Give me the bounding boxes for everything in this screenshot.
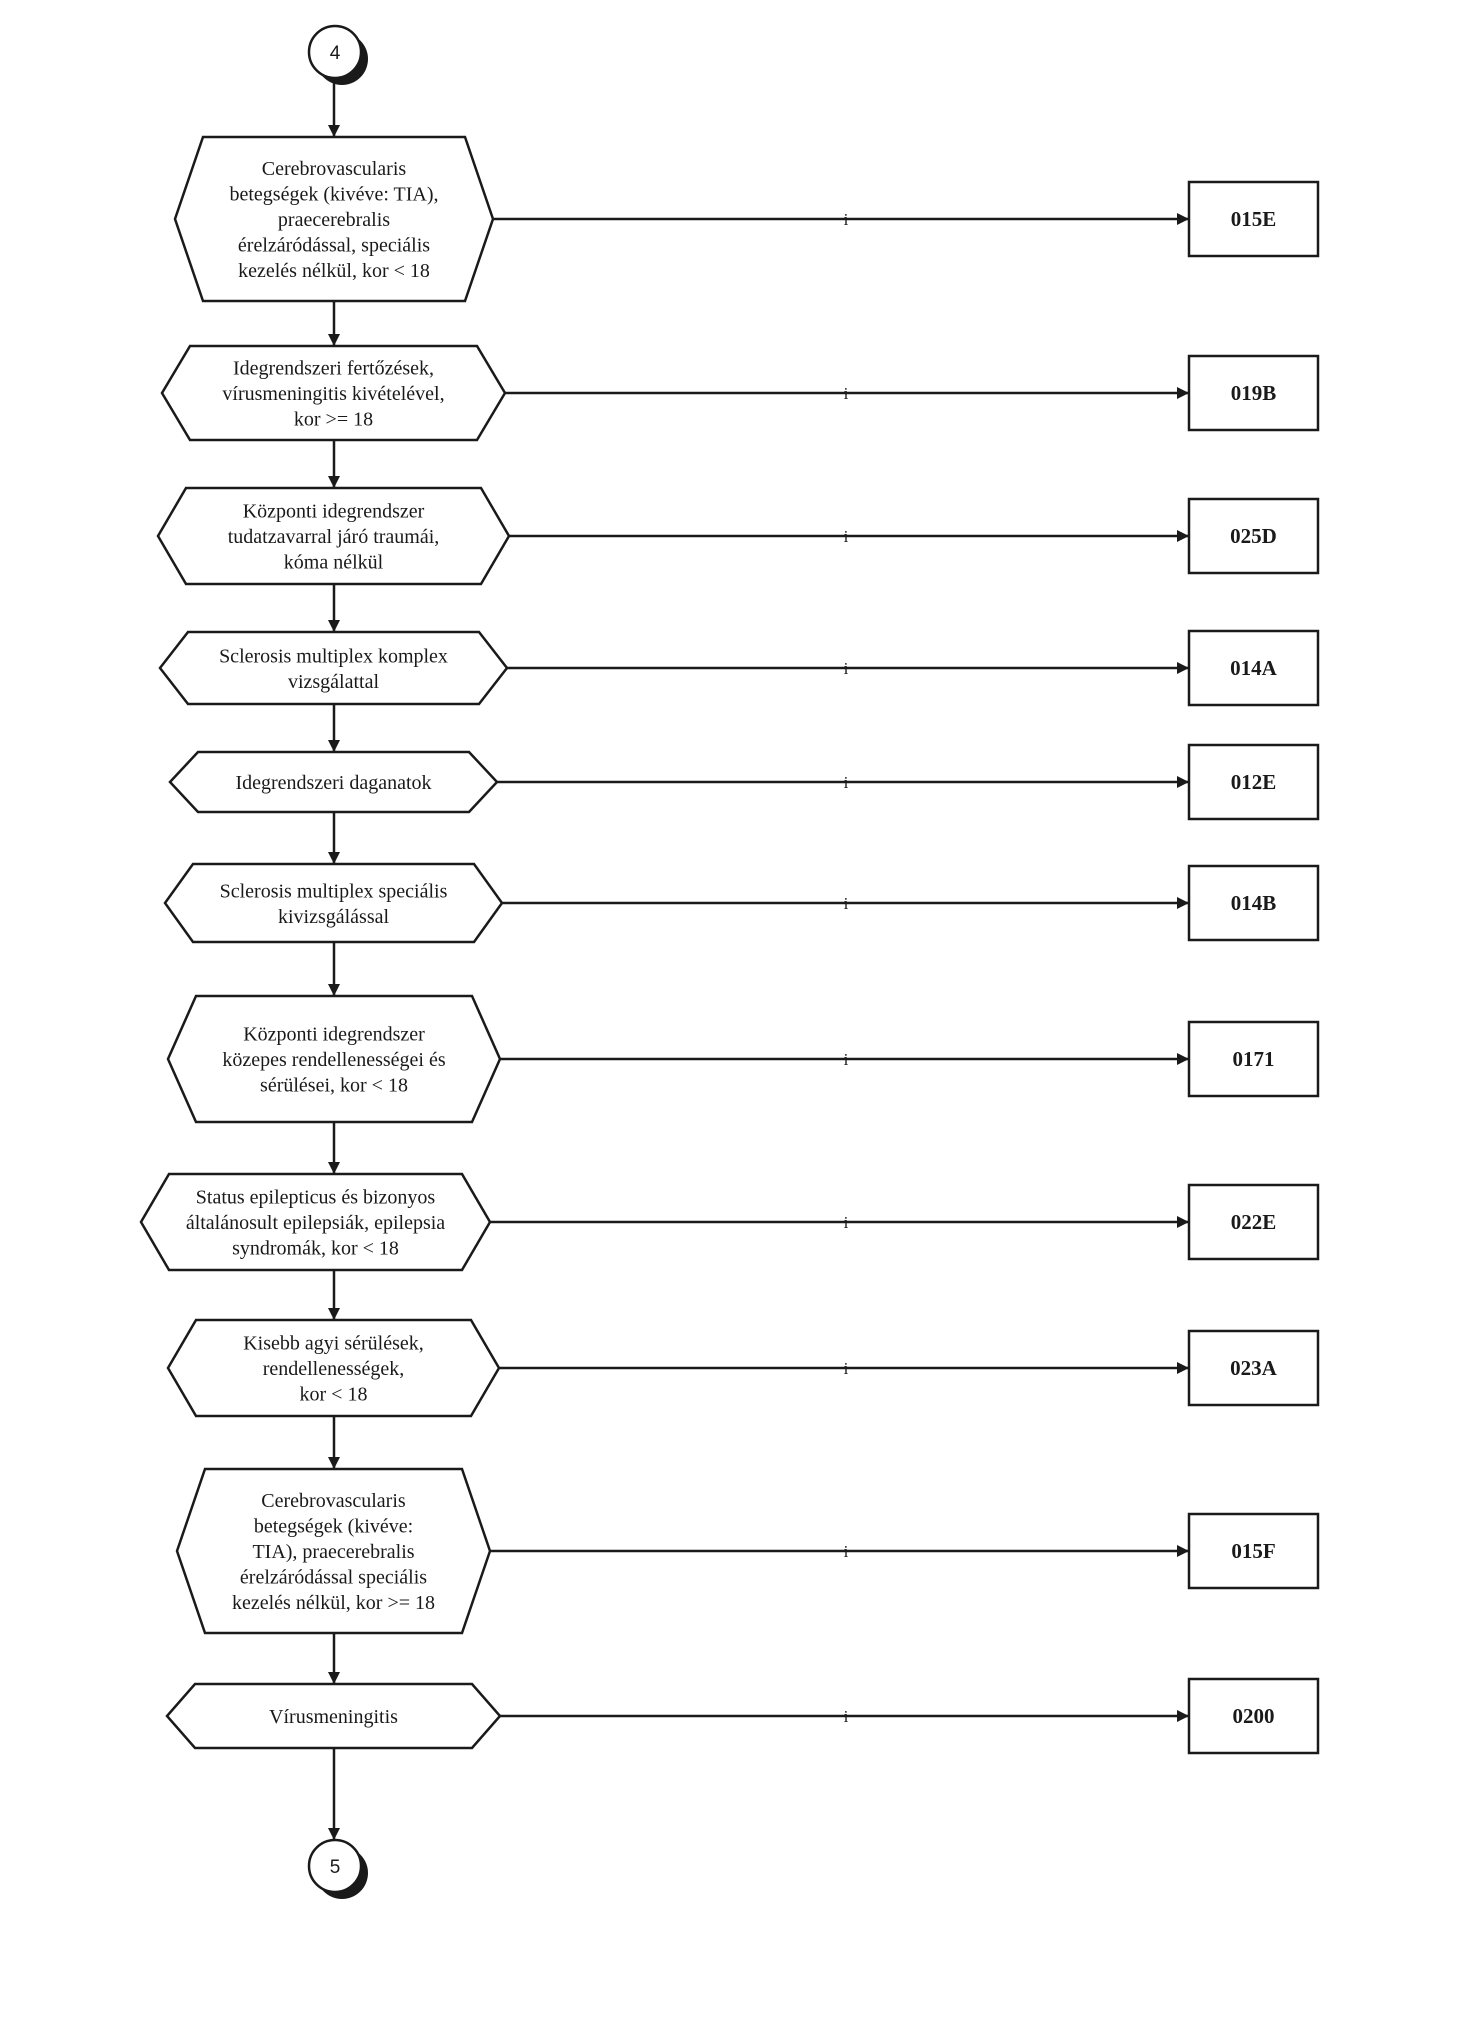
decision-text-line: Sclerosis multiplex speciális [220, 880, 448, 902]
code-label: 0171 [1233, 1047, 1275, 1071]
connector-out-circle [307, 1838, 363, 1894]
code-box [1187, 1329, 1320, 1407]
steps-layer: Cerebrovascularis betegségek (kivéve: TIA… [139, 78, 1320, 1840]
decision-text-line: kezelés nélkül, kor >= 18 [232, 1592, 435, 1614]
decision-text-line: Sclerosis multiplex komplex [219, 645, 448, 667]
code-box [1187, 1183, 1320, 1261]
branch-label: i [844, 1213, 849, 1232]
step-014B: Sclerosis multiplex speciális kivizsgálás… [163, 812, 1320, 944]
branch-label: i [844, 527, 849, 546]
step-019B: Idegrendszeri fertőzések, vírusmeningitis… [160, 301, 1320, 442]
decision-text-line: rendellenességek, [263, 1358, 405, 1380]
decision-text-line: érelzáródással, speciális [238, 235, 430, 257]
connector-out: 5 [307, 1838, 368, 1899]
decision-text-line: Idegrendszeri daganatok [235, 772, 431, 794]
branch-label: i [844, 1707, 849, 1726]
decision-hexagon [166, 994, 502, 1124]
code-label: 014A [1230, 656, 1278, 680]
decision-text-line: betegségek (kivéve: TIA), [230, 184, 439, 206]
decision-hexagon [163, 862, 504, 944]
code-box [1187, 1020, 1320, 1098]
code-box [1187, 180, 1320, 258]
decision-hexagon [139, 1172, 492, 1272]
decision-hexagon [166, 1318, 501, 1418]
decision-text-line: vírusmeningitis kivételével, [222, 383, 444, 405]
decision-hexagon [160, 344, 507, 442]
code-label: 019B [1231, 381, 1277, 405]
decision-hexagon [165, 1682, 502, 1750]
branch-label: i [844, 1359, 849, 1378]
connector-in: 4 [307, 24, 368, 85]
code-label: 012E [1231, 770, 1277, 794]
decision-text-line: kezelés nélkül, kor < 18 [238, 260, 430, 282]
branch-label: i [844, 773, 849, 792]
code-box [1187, 1677, 1320, 1755]
step-015E: Cerebrovascularis betegségek (kivéve: TIA… [173, 78, 1320, 303]
decision-hexagon [173, 135, 495, 303]
code-box [1187, 497, 1320, 575]
decision-text-line: Kisebb agyi sérülések, [243, 1333, 424, 1355]
code-label: 014B [1231, 891, 1277, 915]
code-label: 0200 [1233, 1704, 1275, 1728]
decision-text-line: Idegrendszeri fertőzések, [233, 358, 434, 380]
decision-text-line: sérülései, kor < 18 [260, 1075, 408, 1097]
branch-label: i [844, 210, 849, 229]
branch-label: i [844, 659, 849, 678]
code-label: 015F [1231, 1539, 1275, 1563]
decision-text-line: TIA), praecerebralis [252, 1541, 414, 1563]
decision-hexagon [175, 1467, 492, 1635]
decision-text-line: syndromák, kor < 18 [232, 1238, 399, 1260]
code-label: 022E [1231, 1210, 1277, 1234]
decision-text-line: közepes rendellenességei és [222, 1049, 445, 1071]
decision-text-line: kivizsgálással [278, 906, 390, 928]
code-box [1187, 629, 1320, 707]
branch-label: i [844, 1050, 849, 1069]
decision-text-line: Központi idegrendszer [243, 1024, 425, 1046]
decision-text-line: kóma nélkül [284, 552, 384, 574]
code-label: 023A [1230, 1356, 1278, 1380]
step-0200: Vírusmeningitis i 0200 [165, 1633, 1320, 1755]
step-012E: Idegrendszeri daganatok i 012E [168, 704, 1320, 821]
branch-label: i [844, 1542, 849, 1561]
decision-hexagon [168, 750, 499, 814]
code-box [1187, 1512, 1320, 1590]
decision-hexagon [156, 486, 511, 586]
decision-text-line: általánosult epilepsiák, epilepsia [186, 1212, 445, 1234]
step-0171: Központi idegrendszer közepes rendellenes… [166, 942, 1320, 1124]
step-023A: Kisebb agyi sérülések, rendellenességek, k… [166, 1270, 1320, 1418]
step-015F: Cerebrovascularis betegségek (kivéve: TIA)… [175, 1416, 1320, 1635]
connector-in-label: 4 [330, 43, 341, 64]
decision-text-line: kor >= 18 [294, 409, 373, 431]
step-022E: Status epilepticus és bizonyos általánosu… [139, 1122, 1320, 1272]
decision-text-line: betegségek (kivéve: [254, 1516, 413, 1538]
code-label: 015E [1231, 207, 1277, 231]
branch-label: i [844, 384, 849, 403]
code-box [1187, 743, 1320, 821]
code-label: 025D [1230, 524, 1277, 548]
decision-text-line: Vírusmeningitis [269, 1706, 398, 1728]
decision-text-line: kor < 18 [300, 1384, 368, 1406]
decision-text-line: Cerebrovascularis [262, 158, 407, 180]
step-025D: Központi idegrendszer tudatzavarral járó … [156, 440, 1320, 586]
decision-text-line: Központi idegrendszer [243, 501, 425, 523]
code-box [1187, 354, 1320, 432]
code-box [1187, 864, 1320, 942]
decision-text-line: érelzáródással speciális [240, 1567, 427, 1589]
decision-text-line: vizsgálattal [288, 671, 380, 693]
step-014A: Sclerosis multiplex komplex vizsgálattal i… [158, 584, 1320, 707]
branch-label: i [844, 894, 849, 913]
decision-hexagon [158, 630, 509, 706]
decision-text-line: Cerebrovascularis [261, 1490, 406, 1512]
connector-out-label: 5 [330, 1857, 341, 1878]
decision-text-line: Status epilepticus és bizonyos [196, 1187, 436, 1209]
decision-text-line: praecerebralis [278, 209, 390, 231]
decision-text-line: tudatzavarral járó traumái, [228, 526, 440, 548]
